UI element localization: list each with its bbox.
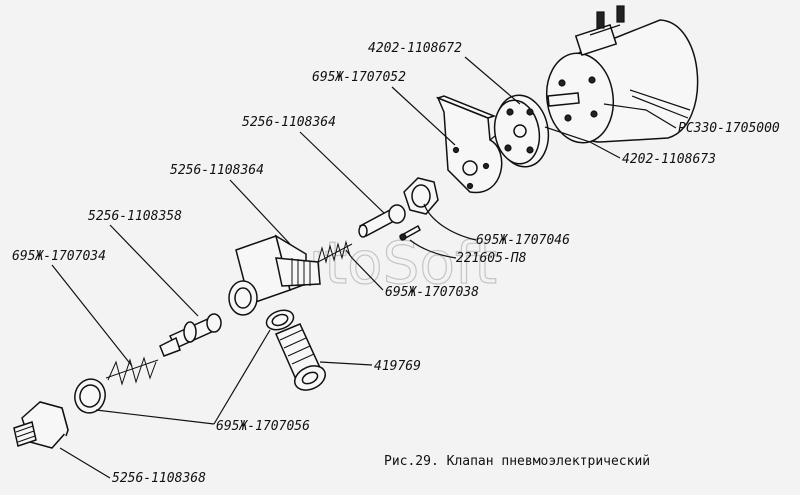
label-695zh-1707046: 695Ж-1707046 [476, 233, 570, 248]
gasket-disc-part [493, 94, 550, 168]
label-5256-1108364-bolt: 5256-1108364 [242, 115, 336, 130]
spring-part [105, 356, 159, 386]
fitting-part [275, 323, 326, 391]
label-4202-1108673: 4202-1108673 [622, 152, 716, 167]
label-5256-1108358: 5256-1108358 [88, 209, 182, 224]
plunger-part [159, 313, 222, 357]
o-ring-part [265, 309, 295, 331]
washer-part [74, 378, 106, 414]
leader-lines [51, 56, 677, 479]
label-695zh-1707034: 695Ж-1707034 [12, 249, 106, 264]
hex-nut-part [403, 177, 439, 215]
label-5256-1108364-body: 5256-1108364 [170, 163, 264, 178]
solenoid-part [545, 5, 699, 144]
valve-body-part [228, 234, 321, 316]
label-695zh-1707052: 695Ж-1707052 [312, 70, 406, 85]
label-5256-1108368: 5256-1108368 [112, 471, 206, 486]
bracket-part [435, 95, 503, 194]
label-695zh-1707056: 695Ж-1707056 [216, 419, 310, 434]
small-spring-part [317, 240, 353, 264]
cap-nut-part [13, 401, 69, 449]
label-221605-p8: 221605-П8 [456, 251, 527, 266]
bolt-part [358, 204, 406, 238]
label-4202-1108672: 4202-1108672 [368, 41, 462, 56]
label-419769: 419769 [374, 359, 421, 374]
figure-caption: Рис.29. Клапан пневмоэлектрический [384, 454, 650, 469]
screw-part [399, 224, 421, 242]
label-rs330-1705000: РС330-1705000 [678, 121, 780, 136]
part-labels: 4202-1108672 695Ж-1707052 РС330-1705000 … [12, 41, 780, 486]
label-695zh-1707038: 695Ж-1707038 [385, 285, 479, 300]
